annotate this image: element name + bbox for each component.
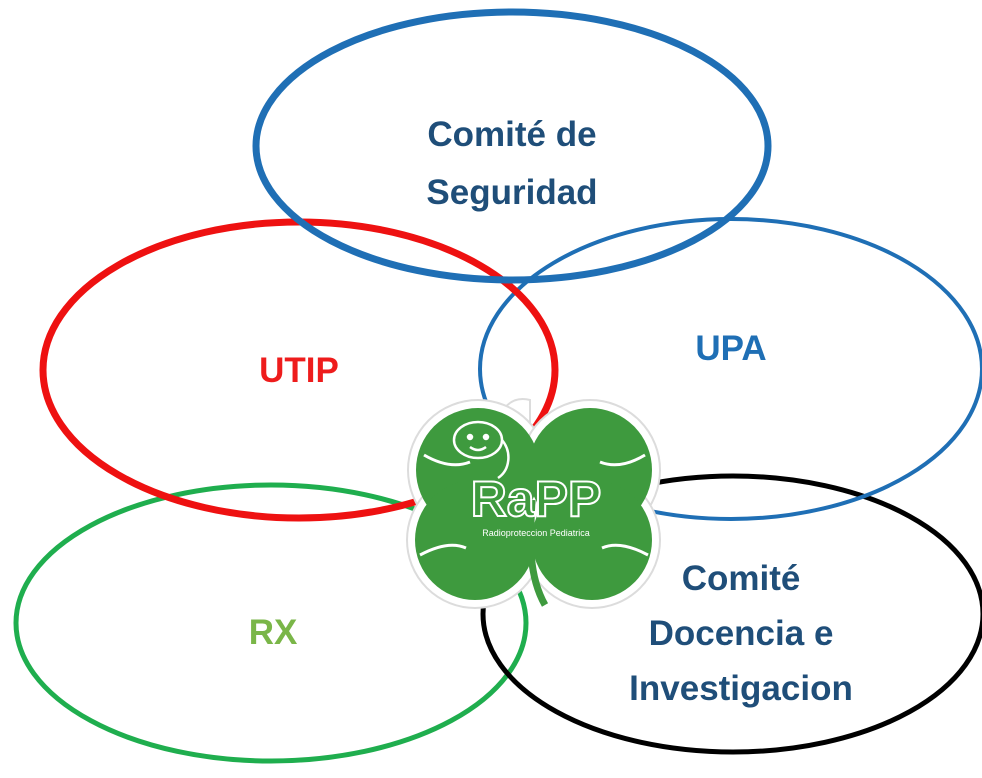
ellipse-docencia xyxy=(480,473,982,755)
label-seguridad-line-1: Comité de xyxy=(427,115,596,154)
label-docencia-line-2: Docencia e xyxy=(649,614,834,653)
label-upa: UPA xyxy=(695,329,766,368)
clover-stem xyxy=(527,499,549,607)
rapp-logo: RaPP Radioproteccion Pediatrica xyxy=(406,398,661,609)
baby-face-icon xyxy=(452,420,510,480)
ellipse-rx xyxy=(13,482,529,764)
label-utip: UTIP xyxy=(259,351,339,390)
rapp-logo-text: RaPP xyxy=(471,471,602,527)
label-docencia-line-1: Comité xyxy=(682,559,801,598)
label-seguridad: Comité de Seguridad xyxy=(426,115,597,212)
label-rx: RX xyxy=(249,613,298,652)
rapp-logo-subtitle: Radioproteccion Pediatrica xyxy=(482,528,590,538)
clover-leaf-bottom-left xyxy=(415,480,535,600)
label-docencia-line-3: Investigacion xyxy=(629,669,853,708)
label-seguridad-line-2: Seguridad xyxy=(426,173,597,212)
clover-leaf-bottom-right xyxy=(532,480,652,600)
ellipse-seguridad xyxy=(252,8,772,284)
label-docencia: Comité Docencia e Investigacion xyxy=(629,559,853,708)
